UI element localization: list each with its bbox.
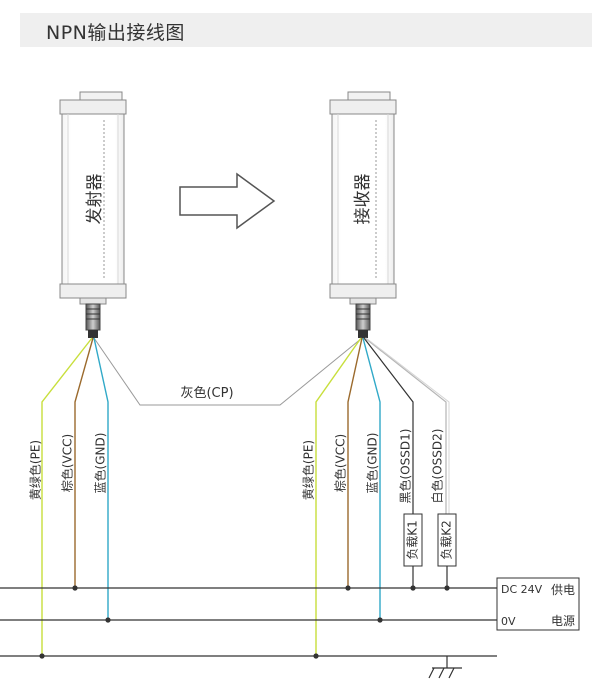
dc24v-label: DC 24V	[501, 583, 543, 596]
emitter-wire-label-gnd: 蓝色(GND)	[94, 433, 108, 494]
page-title: NPN输出接线图	[46, 22, 185, 44]
load-k2-label: 负载K2	[440, 520, 454, 560]
load-k2: 负载K2	[437, 513, 457, 588]
receiver-wire-ossd2	[364, 337, 447, 514]
emitter-wire-pe	[41, 337, 93, 656]
emitter-wire-vcc	[74, 337, 94, 588]
receiver-wire-ossd1	[363, 337, 414, 514]
receiver-wire-label-ossd1: 黑色(OSSD1)	[399, 429, 413, 504]
receiver-label: 接收器	[353, 174, 373, 225]
direction-arrow-icon	[179, 172, 276, 230]
ground-icon	[428, 656, 462, 679]
receiver-wire-label-gnd: 蓝色(GND)	[366, 433, 380, 494]
cp-wire-label: 灰色(CP)	[180, 385, 233, 401]
receiver-device: 接收器	[329, 91, 397, 338]
receiver-wire-vcc	[347, 337, 363, 588]
receiver-wire-ossd2-shadow	[365, 337, 450, 514]
receiver-wire-label-vcc: 棕色(VCC)	[333, 434, 348, 492]
load-k1-label: 负载K1	[406, 520, 420, 560]
zero-volt-label: 0V	[501, 615, 516, 628]
power-supply: DC 24V 0V 供电 电源	[496, 577, 580, 631]
cp-wire	[93, 337, 363, 406]
emitter-wire-label-vcc: 棕色(VCC)	[60, 434, 75, 492]
receiver-wire-label-ossd2: 白色(OSSD2)	[430, 429, 445, 504]
emitter-wire-gnd	[93, 337, 109, 620]
emitter-label: 发射器	[85, 174, 105, 225]
receiver-wire-gnd	[362, 337, 381, 620]
emitter-device: 发射器	[59, 91, 127, 338]
power-supply-label-bottom: 电源	[551, 614, 575, 628]
power-supply-label-top: 供电	[551, 583, 575, 597]
receiver-wire-label-pe: 黄绿色(PE)	[301, 440, 316, 500]
receiver-wire-pe	[315, 337, 362, 656]
title-bar: NPN输出接线图	[20, 13, 592, 47]
load-k1: 负载K1	[403, 513, 423, 588]
emitter-wire-label-pe: 黄绿色(PE)	[28, 440, 43, 500]
junction-dots	[39, 585, 450, 659]
